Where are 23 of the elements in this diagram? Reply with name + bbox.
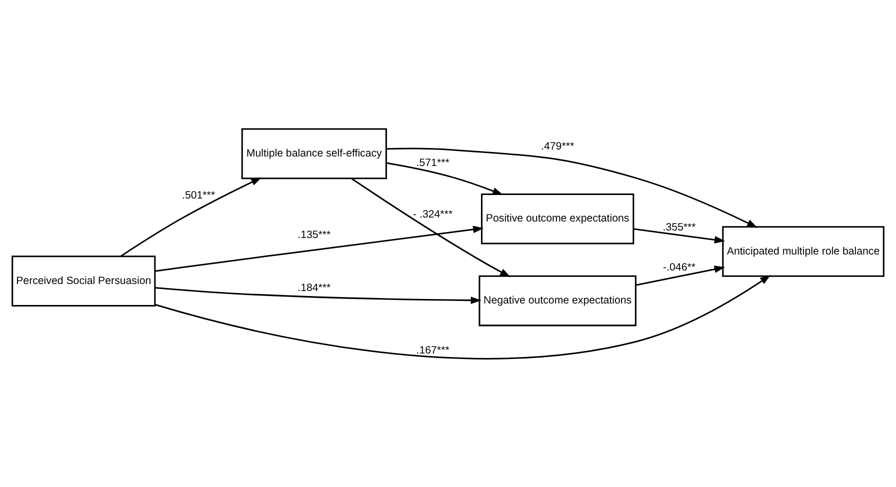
arrow [633,228,726,243]
edge-label: .135*** [298,228,331,240]
edge-label: .355*** [662,220,696,233]
arrow [120,176,262,256]
arrow [636,265,726,286]
edge-label: .184*** [298,282,331,294]
arrow [386,162,504,194]
arrow [386,147,758,228]
node-box: Multiple balance self-efficacy [241,128,387,179]
node-box: Perceived Social Persuasion [12,255,156,306]
arrow [154,286,482,304]
edge-label: .479*** [541,140,574,152]
node-box: Positive outcome expectations [480,193,634,244]
edge-label: - .324*** [413,208,453,220]
node-box: Anticipated multiple role balance [722,226,884,276]
edge-label: .167*** [416,344,450,356]
edge-label: -.046** [663,261,696,274]
arrow [350,177,511,277]
node-box: Negative outcome expectations [478,274,636,326]
arrow [154,274,771,359]
arrow [155,225,484,272]
edge-label: .501*** [182,189,216,202]
edge-label: .571*** [416,156,450,168]
